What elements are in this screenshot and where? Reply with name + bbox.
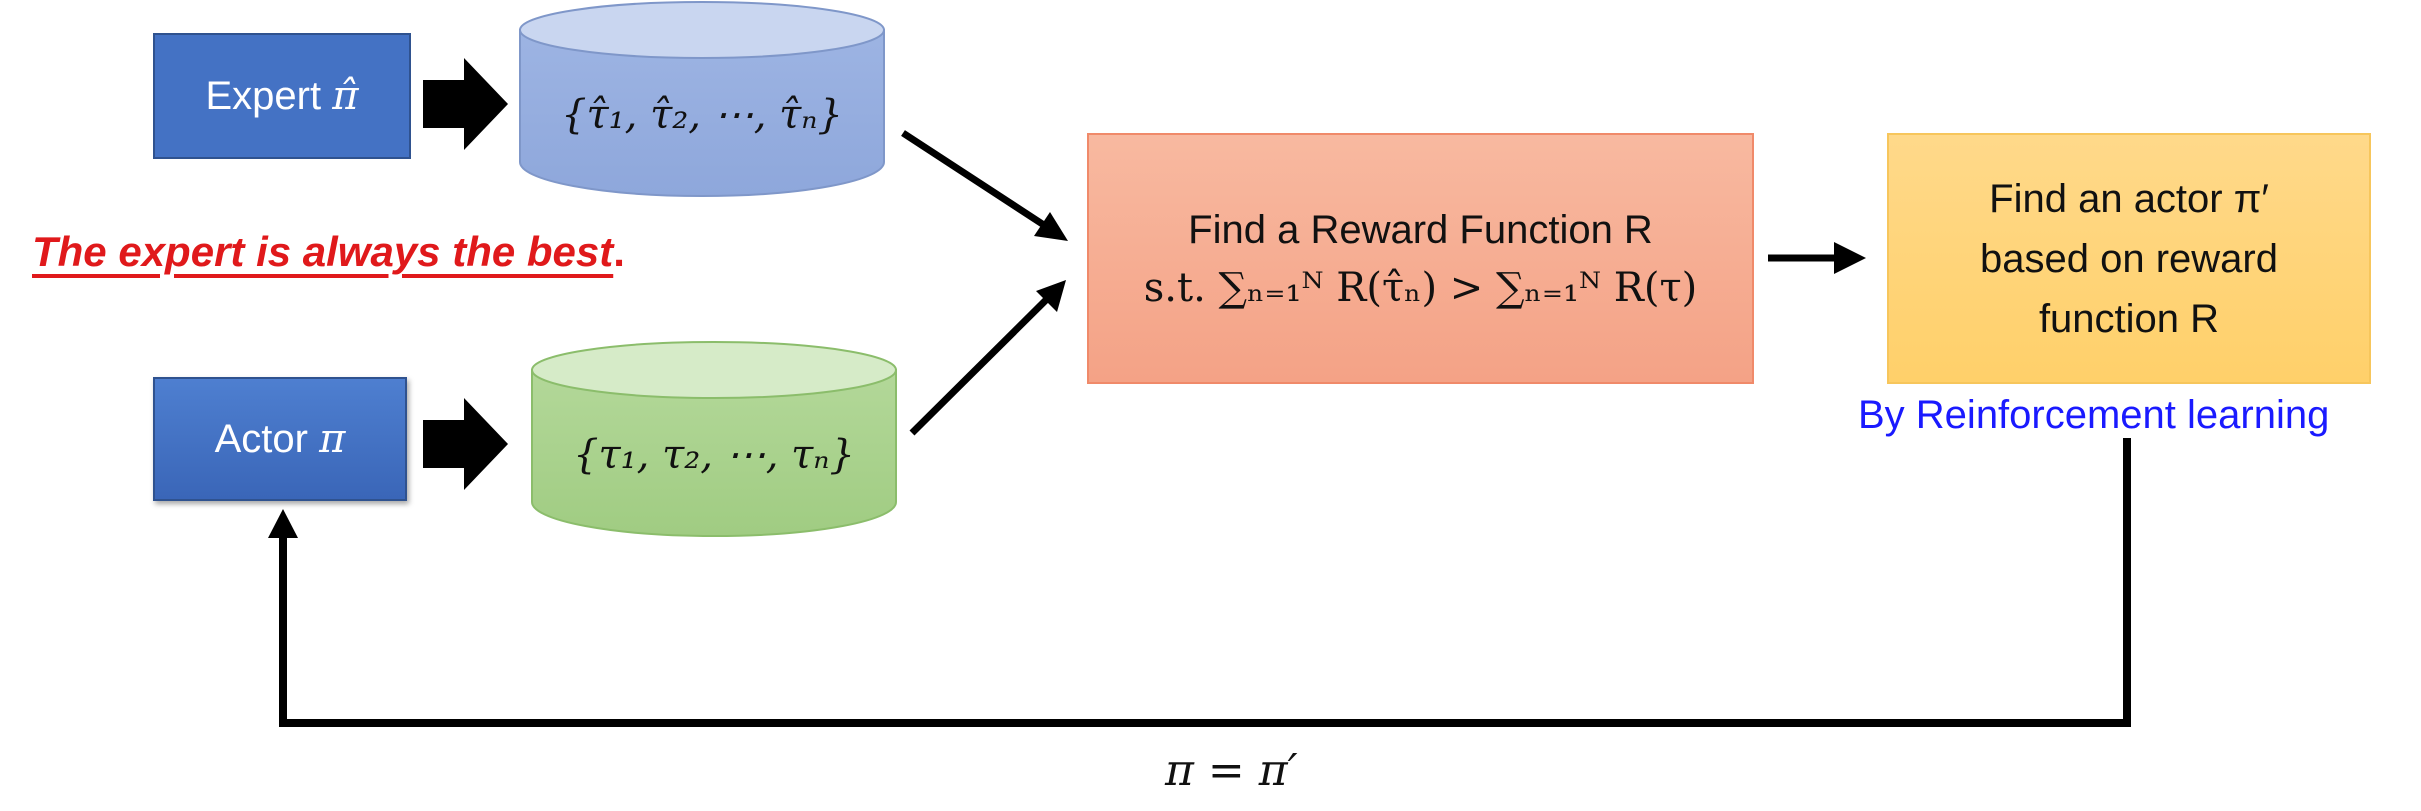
new-actor-line2: based on reward (1980, 236, 2278, 281)
policy-update-label: π = π′ (1165, 745, 1298, 796)
new-actor-line3: function R (2038, 296, 2220, 341)
expert-best-note: The expert is always the best. (32, 228, 625, 276)
reward-line1: Find a Reward Function R (1188, 207, 1653, 252)
reward-line2: s.t. ∑ₙ₌₁ᴺ R(τ̂ₙ) > ∑ₙ₌₁ᴺ R(τ) (1143, 264, 1698, 311)
actor-node: Actor π (153, 377, 407, 501)
expert-trajectories-cylinder (519, 1, 885, 197)
actor-block-arrow (423, 398, 508, 490)
actor-label: Actor (214, 416, 308, 461)
feedback-arrow-head (268, 509, 298, 538)
expert-trajectories-label: {τ̂₁, τ̂₂, ⋯, τ̂ₙ} (561, 92, 843, 138)
actor-symbol: π (319, 416, 346, 462)
arrow-head-bottom (1036, 280, 1066, 312)
reward-function-node: Find a Reward Function R s.t. ∑ₙ₌₁ᴺ R(τ̂… (1087, 133, 1754, 384)
expert-best-period: . (613, 228, 625, 275)
arrow-head-top (1034, 212, 1068, 241)
arrow-head-right (1834, 242, 1866, 274)
new-actor-line1: Find an actor π′ (1989, 176, 2269, 221)
expert-block-arrow (423, 58, 508, 150)
reinforcement-learning-label: By Reinforcement learning (1858, 393, 2330, 437)
expert-label: Expert (205, 73, 322, 118)
actor-trajectories-label: {τ₁, τ₂, ⋯, τₙ} (573, 432, 855, 478)
actor-trajectories-cylinder (531, 341, 897, 537)
feedback-loop (279, 438, 2131, 727)
expert-symbol: π̂ (332, 73, 359, 119)
expert-node: Expert π̂ (153, 33, 411, 159)
new-actor-node: Find an actor π′ based on reward functio… (1887, 133, 2371, 384)
expert-best-text: The expert is always the best (32, 228, 614, 275)
